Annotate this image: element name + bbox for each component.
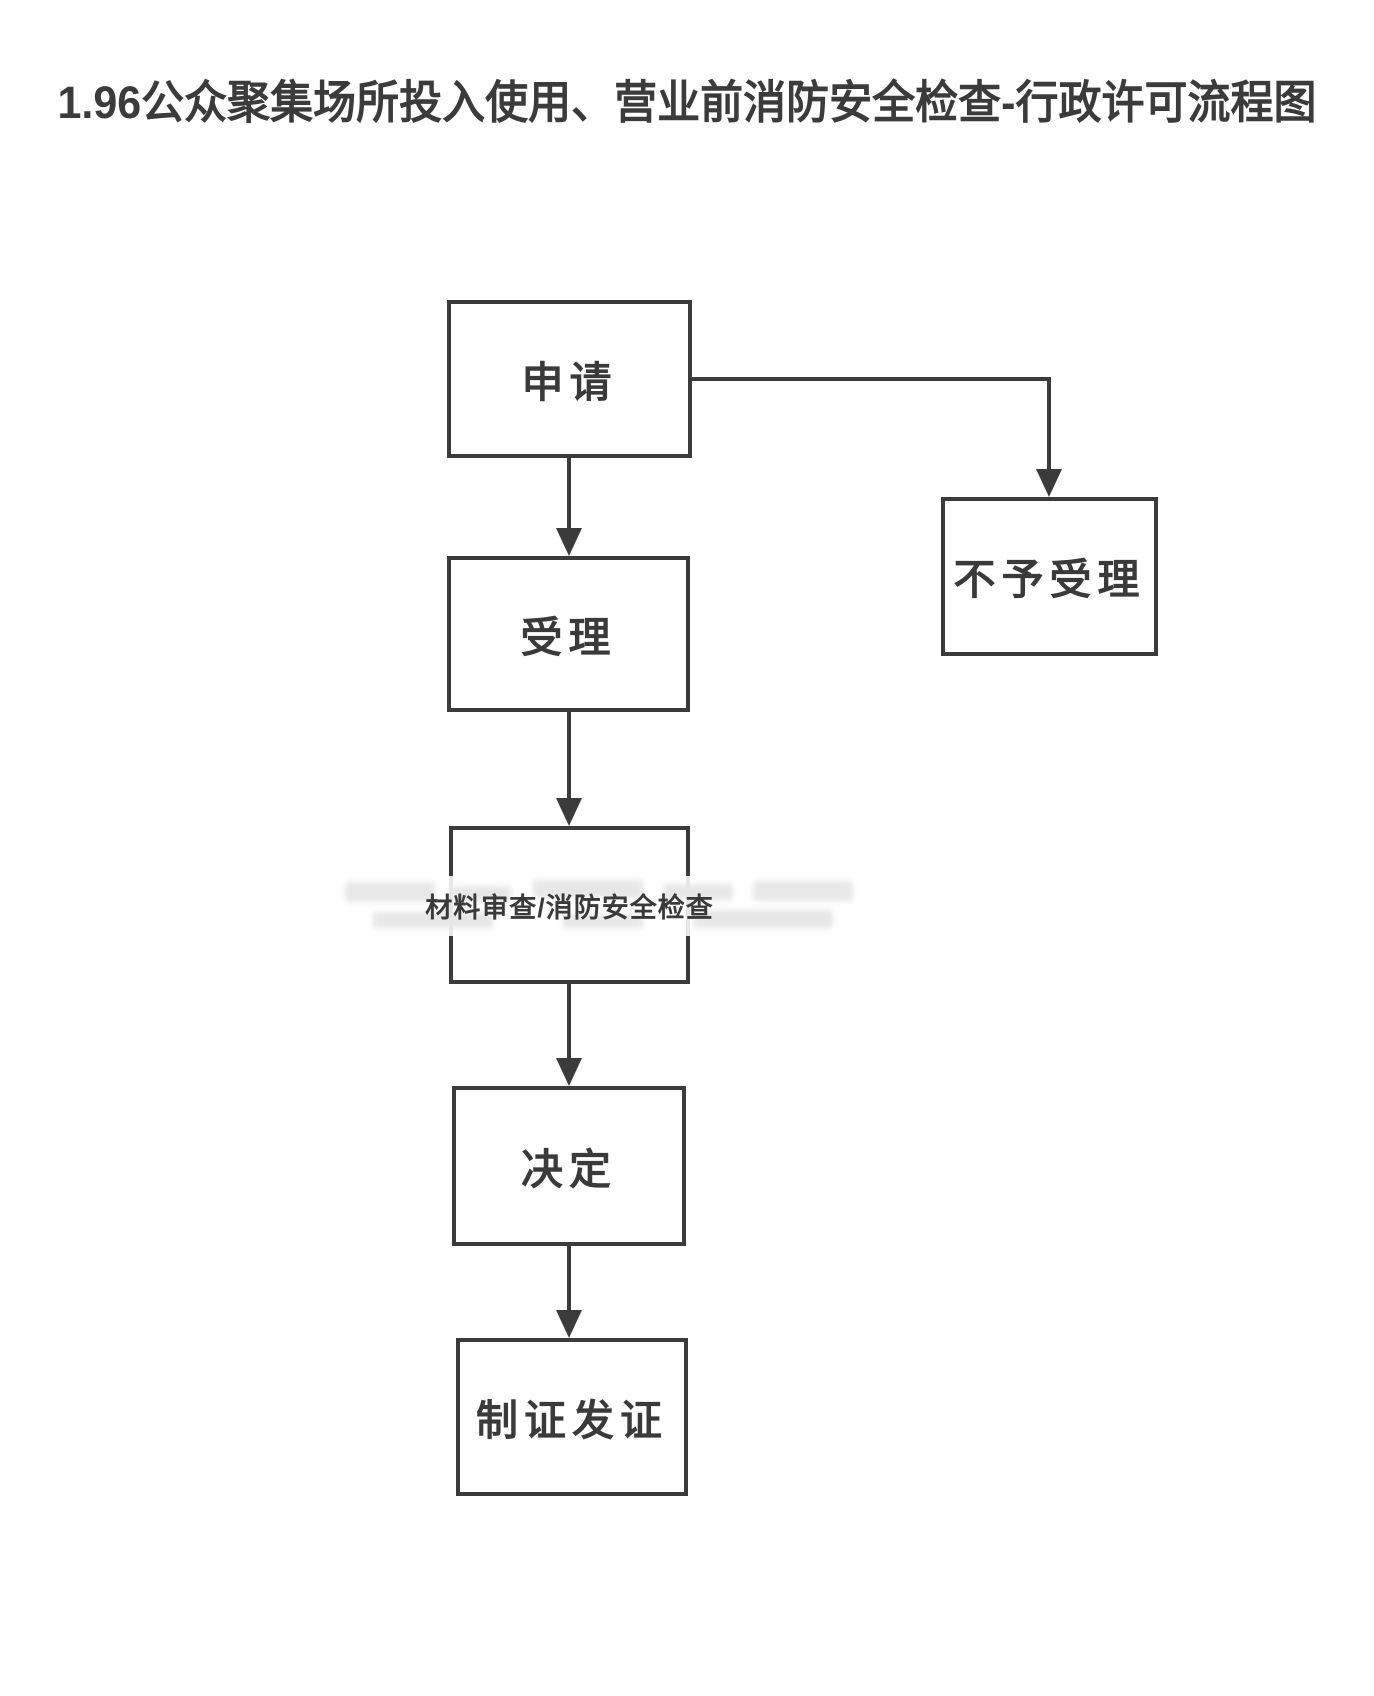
arrowhead-down-icon	[1036, 469, 1062, 497]
connector-apply-to-accept	[567, 458, 571, 532]
connector-decision-to-issue	[567, 1246, 571, 1314]
watermark-blob	[563, 914, 643, 928]
watermark-blob	[373, 912, 493, 928]
watermark-blob	[753, 881, 853, 901]
connector-apply-to-reject-horizontal	[690, 377, 1051, 381]
arrowhead-down-icon	[556, 798, 582, 826]
flow-node-issue: 制证发证	[456, 1338, 688, 1496]
watermark-band	[333, 876, 878, 936]
watermark-blob	[663, 884, 733, 900]
flow-node-apply-label: 申请	[521, 358, 618, 406]
connector-review-to-decision	[567, 984, 571, 1062]
arrowhead-down-icon	[556, 528, 582, 556]
watermark-blob	[533, 880, 643, 898]
flow-node-accept: 受理	[447, 556, 690, 712]
flow-node-reject: 不予受理	[941, 497, 1158, 656]
connector-apply-to-reject-vertical	[1047, 377, 1051, 471]
flow-node-decision: 决定	[452, 1086, 686, 1246]
flow-node-apply: 申请	[447, 300, 692, 458]
watermark-blob	[451, 886, 511, 902]
arrowhead-down-icon	[556, 1058, 582, 1086]
flow-node-review: 材料审查/消防安全检查	[425, 826, 713, 984]
flow-node-accept-label: 受理	[520, 613, 617, 661]
flow-node-issue-label: 制证发证	[475, 1396, 668, 1444]
flow-node-reject-label: 不予受理	[953, 556, 1146, 603]
watermark-blob	[693, 910, 833, 928]
page-title: 1.96公众聚集场所投入使用、营业前消防安全检查-行政许可流程图	[57, 77, 1317, 129]
watermark-blob	[345, 882, 435, 902]
flow-node-review-label: 材料审查/消防安全检查	[425, 892, 714, 923]
arrowhead-down-icon	[556, 1310, 582, 1338]
flow-node-decision-label: 决定	[520, 1145, 617, 1193]
connector-accept-to-review	[567, 712, 571, 802]
